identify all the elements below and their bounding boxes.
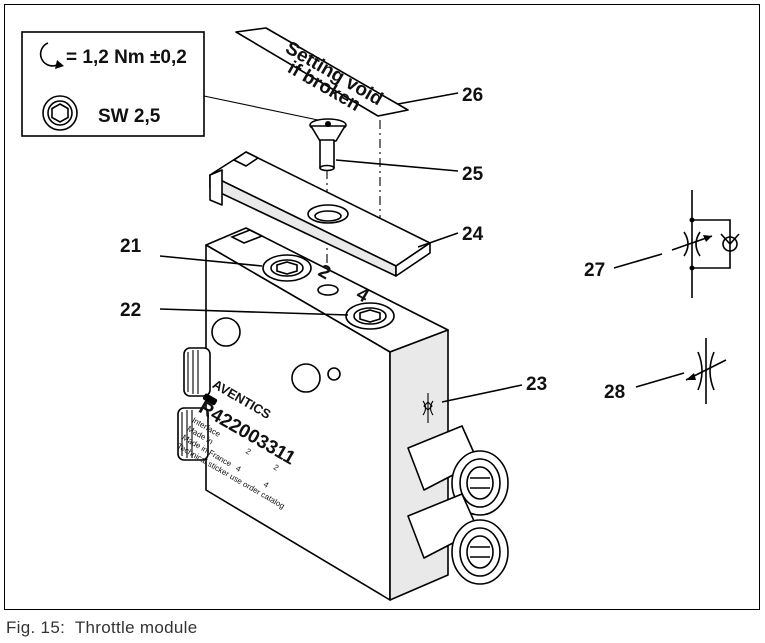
caption-title: Throttle module [74,618,198,637]
callout-leader-25 [335,159,459,172]
throttle-screw-21 [262,254,312,282]
mounting-hole [291,363,321,393]
callout-leader-26 [397,92,459,105]
throttle-symbol-on-body [422,393,434,423]
callout-24: 24 [462,224,484,245]
spec-leader-line [203,95,319,121]
callout-leader-27 [613,253,663,269]
countersunk-screw [309,118,347,172]
nameplate-port: 2 [244,447,253,457]
spec-box: = 1,2 Nm ±0,2 SW 2,5 [21,31,205,137]
throttle-check-valve-symbol [671,190,740,298]
callout-leader-24 [417,232,459,248]
callout-23: 23 [526,374,547,395]
callout-25: 25 [462,164,484,185]
throttle-symbol [685,338,727,404]
mounting-hole-small [327,367,341,381]
nameplate-port: 4 [262,480,271,490]
wrench-size-spec: SW 2,5 [98,106,161,127]
callout-leader-28 [635,372,685,388]
throttle-screw-22 [345,302,395,330]
callout-27: 27 [584,260,605,281]
throttle-module-diagram: = 1,2 Nm ±0,2 SW 2,5 Setting void if bro… [21,27,740,601]
seal-label: Setting void if broken [235,27,409,117]
figure-frame [4,4,760,610]
mounting-hole [211,317,241,347]
callout-leader-23 [441,384,523,403]
nameplate-port: 2 [272,463,281,473]
callout-leader-22 [159,308,349,316]
caption-prefix: Fig. 15: [6,618,66,637]
push-in-fitting-upper [407,425,509,516]
push-in-fitting-lower [407,493,509,585]
callout-leader-21 [159,255,263,267]
nameplate-port: 4 [234,464,243,474]
electrical-connector-upper [183,347,211,397]
torque-spec: = 1,2 Nm ±0,2 [66,47,187,68]
electrical-connector-lower [177,407,209,461]
callout-28: 28 [604,382,625,403]
center-bore [317,284,339,296]
valve-body [205,227,449,601]
callout-26: 26 [462,85,483,106]
torque-icon [39,42,64,69]
callout-22: 22 [120,300,141,321]
hex-socket-icon [42,95,78,131]
callout-21: 21 [120,236,142,257]
figure-caption: Fig. 15: Throttle module [6,618,197,638]
